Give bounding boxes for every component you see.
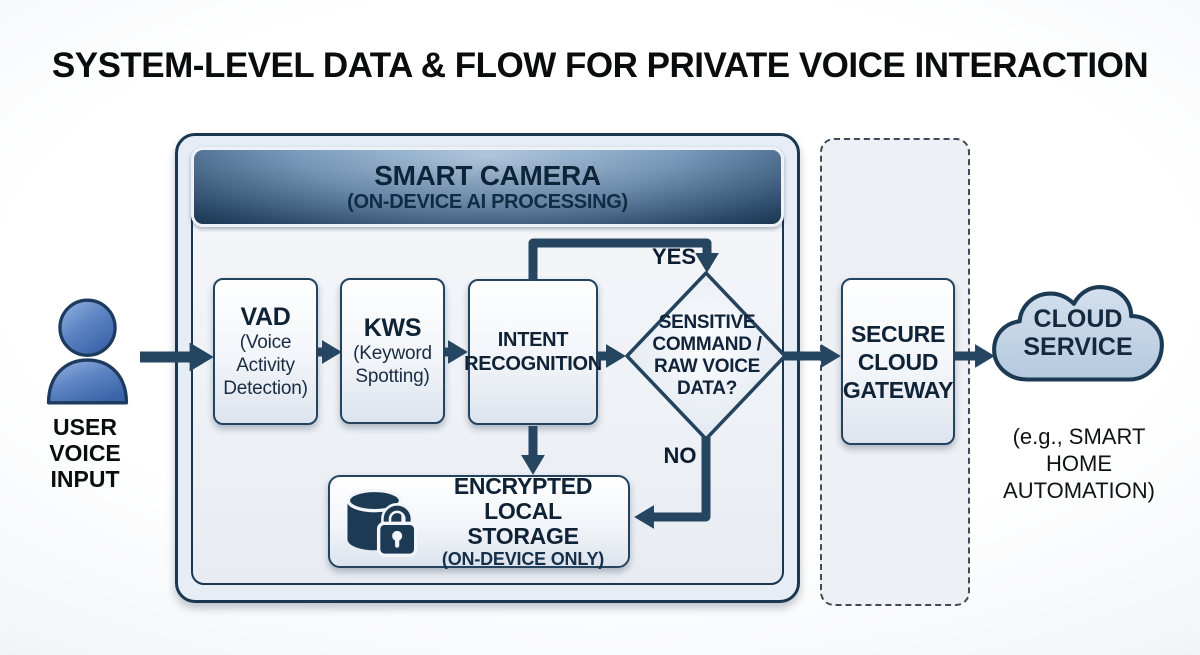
person-icon: [46, 298, 129, 405]
node-vad: VAD (Voice Activity Detection): [213, 278, 318, 425]
vad-title: VAD: [240, 303, 291, 331]
smart-camera-title: SMART CAMERA: [374, 159, 601, 191]
cloud-service-label: CLOUD SERVICE: [1023, 305, 1133, 361]
database-lock-icon: [346, 488, 418, 557]
node-intent-recognition: INTENT RECOGNITION: [464, 279, 602, 425]
cloud-icon: [992, 285, 1164, 382]
gateway-label: SECURE CLOUD GATEWAY: [842, 320, 954, 403]
yes-edge-label: YES: [651, 244, 697, 269]
page-title: SYSTEM-LEVEL DATA & FLOW FOR PRIVATE VOI…: [51, 46, 1149, 85]
kws-subtitle: (Keyword Spotting): [353, 343, 432, 387]
user-voice-input-label: USER VOICE INPUT: [49, 414, 121, 492]
smart-camera-subtitle: (ON-DEVICE AI PROCESSING): [347, 190, 628, 213]
storage-subtitle: (ON-DEVICE ONLY): [441, 548, 605, 569]
no-edge-label: NO: [663, 443, 697, 468]
node-secure-cloud-gateway: SECURE CLOUD GATEWAY: [841, 278, 955, 445]
cloud-example-caption: (e.g., SMART HOME AUTOMATION): [1003, 424, 1155, 503]
vad-subtitle: (Voice Activity Detection): [223, 332, 308, 399]
storage-title: ENCRYPTED LOCAL STORAGE: [453, 472, 593, 549]
decision-label: SENSITIVE COMMAND / RAW VOICE DATA?: [652, 312, 762, 399]
node-encrypted-local-storage: ENCRYPTED LOCAL STORAGE (ON-DEVICE ONLY): [328, 472, 630, 569]
node-kws: KWS (Keyword Spotting): [340, 278, 445, 424]
kws-title: KWS: [363, 314, 422, 342]
intent-title: INTENT RECOGNITION: [464, 329, 602, 375]
smart-camera-header: SMART CAMERA (ON-DEVICE AI PROCESSING): [191, 147, 784, 227]
